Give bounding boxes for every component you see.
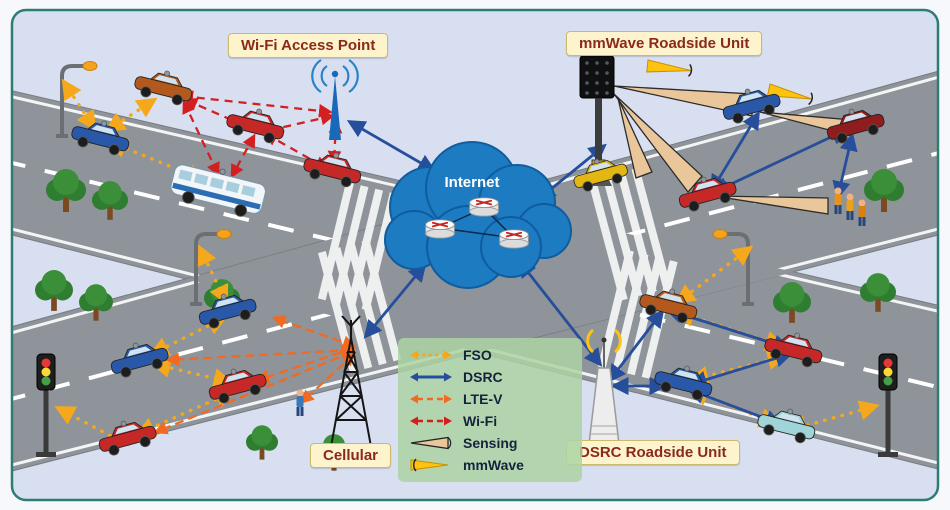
dsrc-roadside-unit-label: DSRC Roadside Unit xyxy=(566,440,740,465)
legend-item-sensing: Sensing xyxy=(408,433,572,453)
sensing-beams xyxy=(613,85,853,215)
legend-item-dsrc: DSRC xyxy=(408,367,572,387)
wifi-line-icon xyxy=(410,416,452,426)
legend-label-sensing: Sensing xyxy=(463,435,518,451)
sensing-cone xyxy=(713,195,829,215)
legend: FSO DSRC LTE-V Wi-Fi Sensing xyxy=(398,338,582,482)
legend-item-fso: FSO xyxy=(408,345,572,365)
legend-label-ltev: LTE-V xyxy=(463,391,503,407)
panel-border xyxy=(10,8,940,502)
legend-item-ltev: LTE-V xyxy=(408,389,572,409)
cellular-label: Cellular xyxy=(310,443,392,468)
legend-item-mmwave: mmWave xyxy=(408,455,572,475)
legend-item-wifi: Wi-Fi xyxy=(408,411,572,431)
dsrc-line-icon xyxy=(410,372,452,382)
mmwave-roadside-unit-label: mmWave Roadside Unit xyxy=(566,31,763,56)
legend-label-fso: FSO xyxy=(463,347,492,363)
sensing-cone-icon xyxy=(410,436,452,450)
sensing-cone xyxy=(617,97,653,179)
mmwave-beam-icon xyxy=(410,458,449,472)
router-icon xyxy=(468,196,500,218)
fso-line-icon xyxy=(410,350,452,360)
wifi-access-point-icon xyxy=(311,59,359,140)
internet-cloud: Internet xyxy=(384,141,572,289)
router-icon xyxy=(498,228,530,250)
sensing-cone xyxy=(613,93,703,194)
internet-label: Internet xyxy=(444,174,499,191)
router-icon xyxy=(424,218,456,240)
ltev-line-icon xyxy=(410,394,452,404)
legend-label-dsrc: DSRC xyxy=(463,369,503,385)
legend-label-wifi: Wi-Fi xyxy=(463,413,498,429)
wifi-access-point-label: Wi-Fi Access Point xyxy=(228,33,389,58)
cellular-tower-icon xyxy=(329,315,373,453)
legend-label-mmwave: mmWave xyxy=(463,457,524,473)
